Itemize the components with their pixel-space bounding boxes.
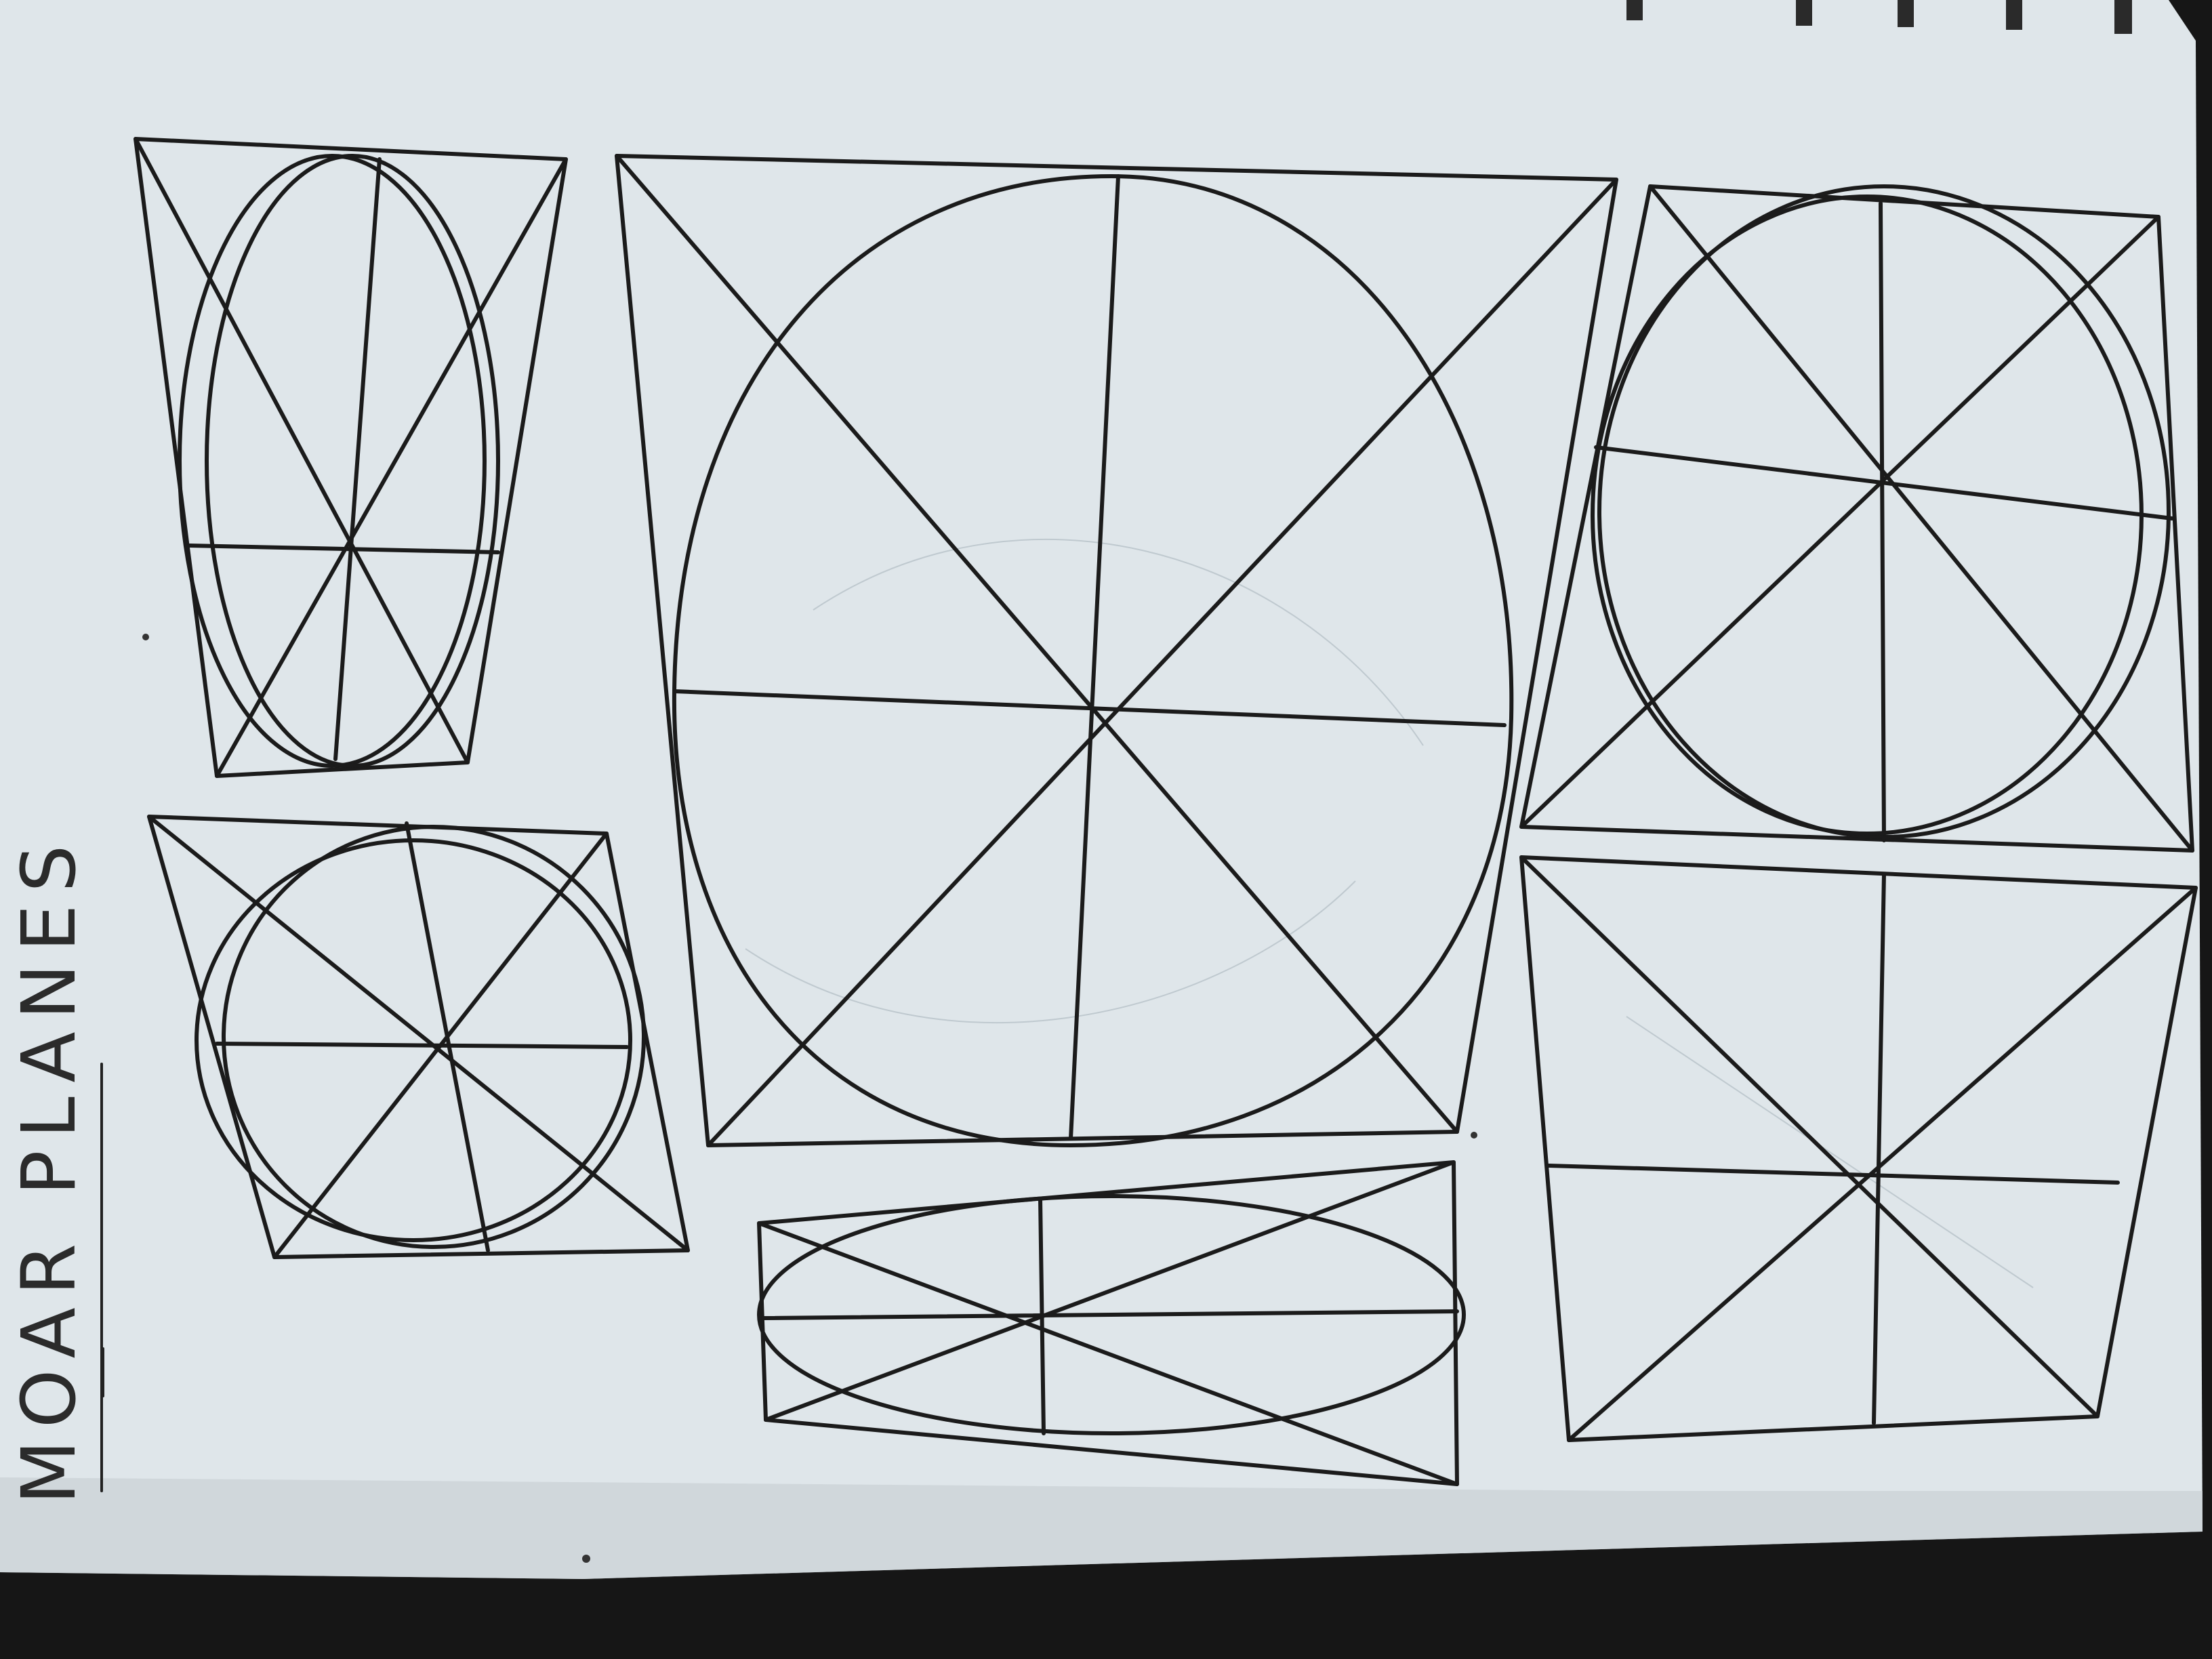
skewed-ellipse-figure (147, 815, 690, 1259)
spiral-binding (1626, 0, 2132, 34)
page-title: MOAR PLANES (5, 833, 92, 1504)
notebook-page (0, 0, 2203, 1579)
square-circle-figure (1519, 184, 2194, 853)
trapezoid-ellipse-figure (134, 137, 568, 778)
large-square-circle-figure (615, 154, 1618, 1147)
empty-perspective-square-figure (1519, 855, 2198, 1442)
page-shadow (0, 1477, 2203, 1579)
long-ellipse-figure (757, 1160, 1466, 1486)
stray-marks (142, 634, 1477, 1563)
